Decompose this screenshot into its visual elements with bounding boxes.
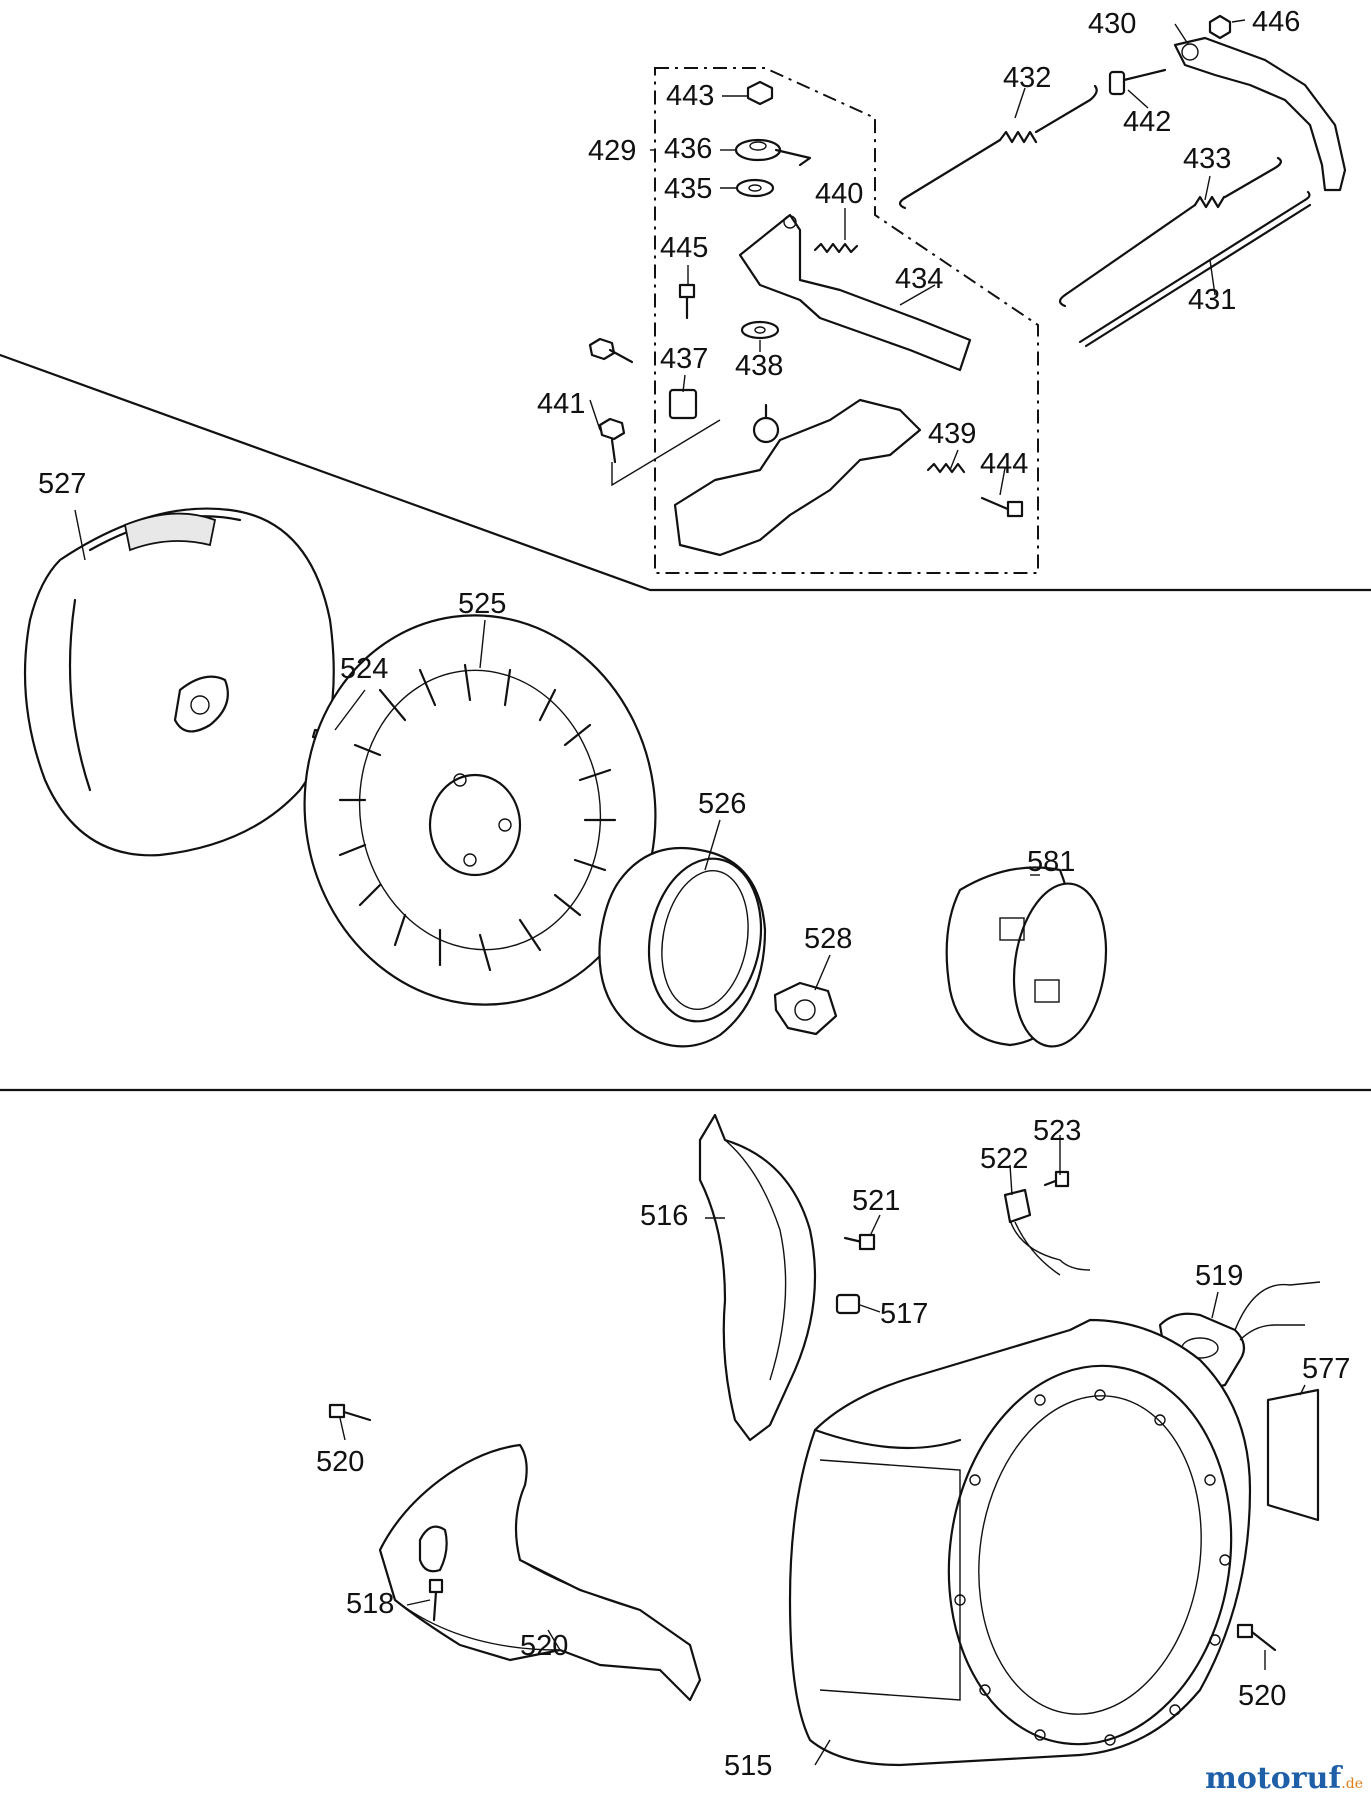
part-525-flywheel: [303, 614, 657, 1006]
callout-430: 430: [1088, 8, 1137, 40]
callout-521: 521: [852, 1185, 901, 1217]
part-517-clip: [835, 1293, 861, 1315]
part-443-nut: [746, 80, 774, 106]
part-441-bolts: [588, 337, 721, 487]
part-440-spring: [813, 242, 859, 254]
part-527-flywheel-cover: [23, 507, 335, 857]
callout-439: 439: [928, 418, 977, 450]
section-divider-governor: [0, 353, 1371, 592]
part-433-spring-rod: [1058, 156, 1282, 308]
callout-433: 433: [1183, 143, 1232, 175]
callout-434: 434: [895, 263, 944, 295]
part-446-nut: [1208, 14, 1232, 40]
callout-429: 429: [588, 135, 637, 167]
part-437-clip: [668, 388, 698, 420]
callout-520-right: 520: [1238, 1680, 1287, 1712]
part-523-screw: [1043, 1170, 1070, 1188]
callout-581: 581: [1027, 846, 1076, 878]
part-521-bolt: [843, 1233, 876, 1251]
part-430-throttle-lever: [1173, 36, 1347, 192]
watermark-suffix: .de: [1341, 1776, 1363, 1792]
callout-431: 431: [1188, 284, 1237, 316]
part-445-bolt: [678, 283, 696, 320]
callout-516: 516: [640, 1200, 689, 1232]
part-520-bolt-right: [1236, 1623, 1277, 1652]
part-435-washer: [735, 178, 775, 198]
part-438-washer: [740, 320, 780, 340]
callout-445: 445: [660, 232, 709, 264]
part-442-screw: [1108, 68, 1167, 96]
part-581-cup: [945, 866, 1108, 1048]
callout-446: 446: [1252, 6, 1301, 38]
part-432-spring-rod: [898, 84, 1098, 210]
part-528-nut: [773, 981, 838, 1036]
callout-520-upper: 520: [316, 1446, 365, 1478]
callout-444: 444: [980, 448, 1029, 480]
leader-lines: [74, 19, 1306, 1766]
part-520-bolt-lower: [428, 1578, 444, 1622]
callout-432: 432: [1003, 62, 1052, 94]
callout-519: 519: [1195, 1260, 1244, 1292]
part-516-shield: [698, 1113, 817, 1442]
callout-523: 523: [1033, 1115, 1082, 1147]
callout-577: 577: [1302, 1353, 1351, 1385]
callout-515: 515: [724, 1750, 773, 1782]
callout-524: 524: [340, 653, 389, 685]
callout-443: 443: [666, 80, 715, 112]
part-444-bolt: [980, 496, 1024, 518]
callout-440: 440: [815, 178, 864, 210]
callout-438: 438: [735, 350, 784, 382]
callout-527: 527: [38, 468, 87, 500]
part-governor-bracket: [673, 398, 922, 557]
part-515-blower-housing: [788, 1318, 1252, 1767]
watermark-text: motoruf: [1205, 1761, 1342, 1796]
callout-437: 437: [660, 343, 709, 375]
callout-436: 436: [664, 133, 713, 165]
part-436-lever: [734, 138, 812, 167]
callout-518: 520: [520, 1630, 569, 1662]
part-431-governor-rod: [1078, 190, 1312, 348]
governor-group-outline: [654, 67, 1039, 574]
part-526-ring: [598, 846, 767, 1048]
watermark-logo: motoruf.de: [1205, 1764, 1363, 1794]
callout-517: 517: [880, 1298, 929, 1330]
part-439-spring: [926, 462, 966, 474]
part-577-label: [1266, 1388, 1320, 1522]
callout-520-lower: 518: [346, 1588, 395, 1620]
callout-522: 522: [980, 1143, 1029, 1175]
callout-525: 525: [458, 588, 507, 620]
callout-528: 528: [804, 923, 853, 955]
part-518-lower-shroud: [378, 1443, 702, 1702]
callout-526: 526: [698, 788, 747, 820]
callout-441: 441: [537, 388, 586, 420]
part-434-governor-arm: [738, 213, 972, 372]
callout-435: 435: [664, 173, 713, 205]
part-520-bolt-upper: [328, 1403, 372, 1422]
part-522-coil-bracket: [1003, 1188, 1091, 1276]
callout-442: 442: [1123, 106, 1172, 138]
